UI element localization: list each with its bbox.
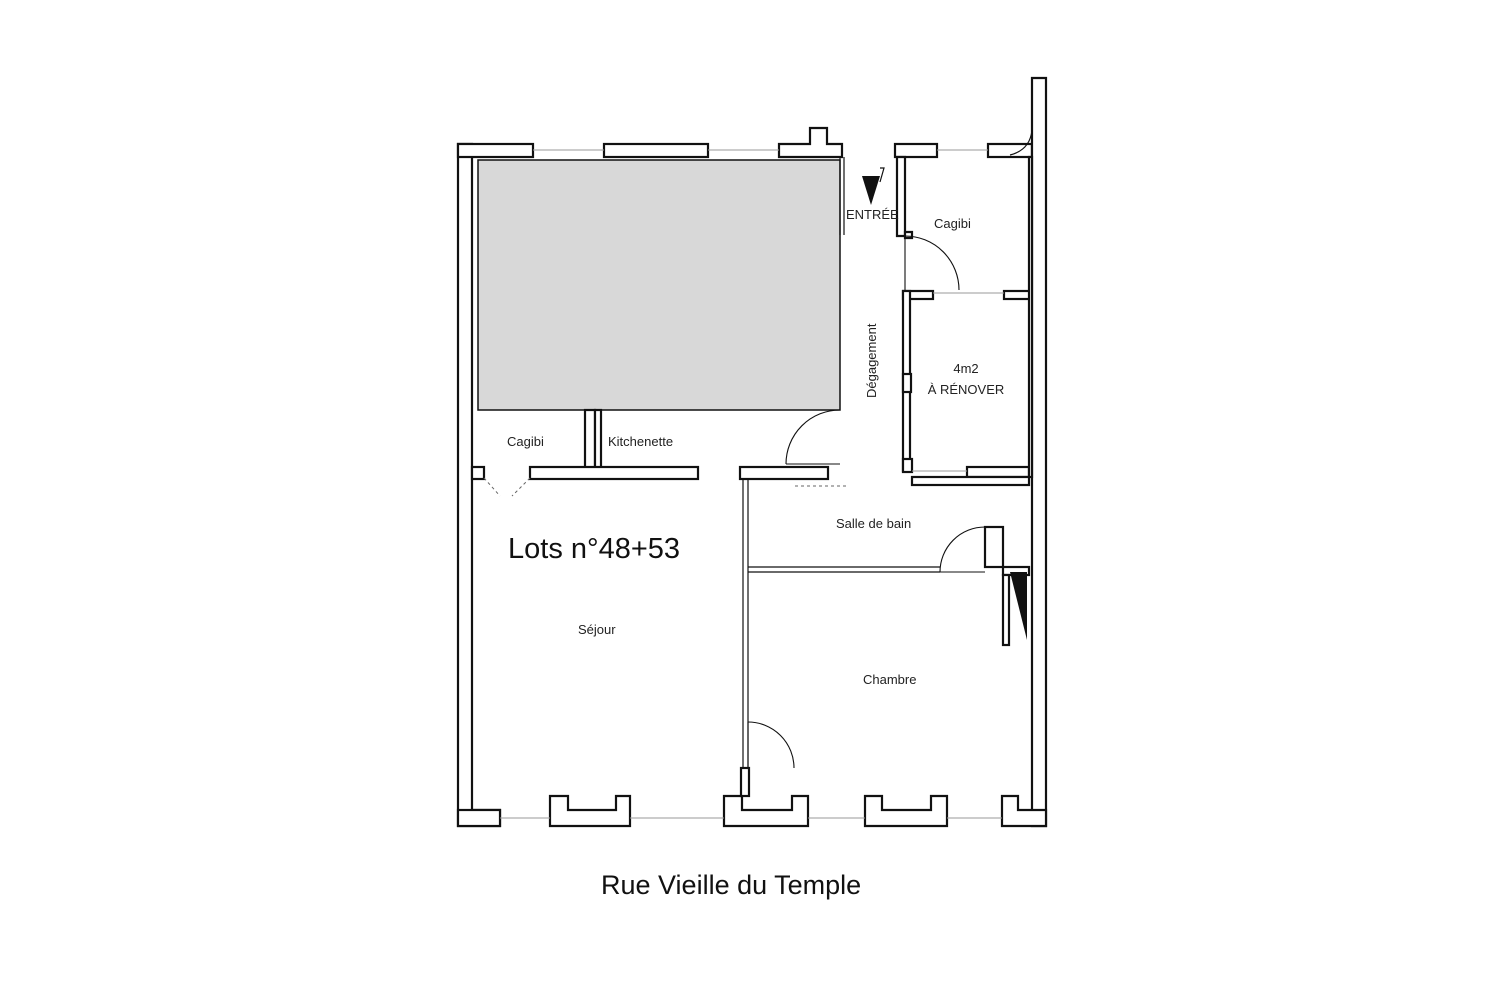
renover-label-line2: À RÉNOVER <box>928 382 1005 397</box>
chambre-label: Chambre <box>863 672 916 687</box>
window-arrow-icon <box>1010 572 1027 640</box>
salle-de-bain-label: Salle de bain <box>836 516 911 531</box>
renover-label-line1: 4m2 <box>953 361 978 376</box>
doors <box>483 235 986 769</box>
outer-walls <box>456 76 1048 828</box>
kitchenette-label: Kitchenette <box>608 434 673 449</box>
sejour-label: Séjour <box>578 622 616 637</box>
cagibi-top-label: Cagibi <box>934 216 971 231</box>
entree-label: ENTRÉE <box>846 207 899 222</box>
lot-label: Lots n°48+53 <box>508 533 680 565</box>
street-label: Rue Vieille du Temple <box>601 870 861 900</box>
cagibi-left-label: Cagibi <box>507 434 544 449</box>
shaded-area <box>477 159 841 411</box>
entrance-arrow-icon <box>862 176 880 205</box>
interior-walls <box>470 155 1034 798</box>
degagement-label: Dégagement <box>864 323 879 398</box>
